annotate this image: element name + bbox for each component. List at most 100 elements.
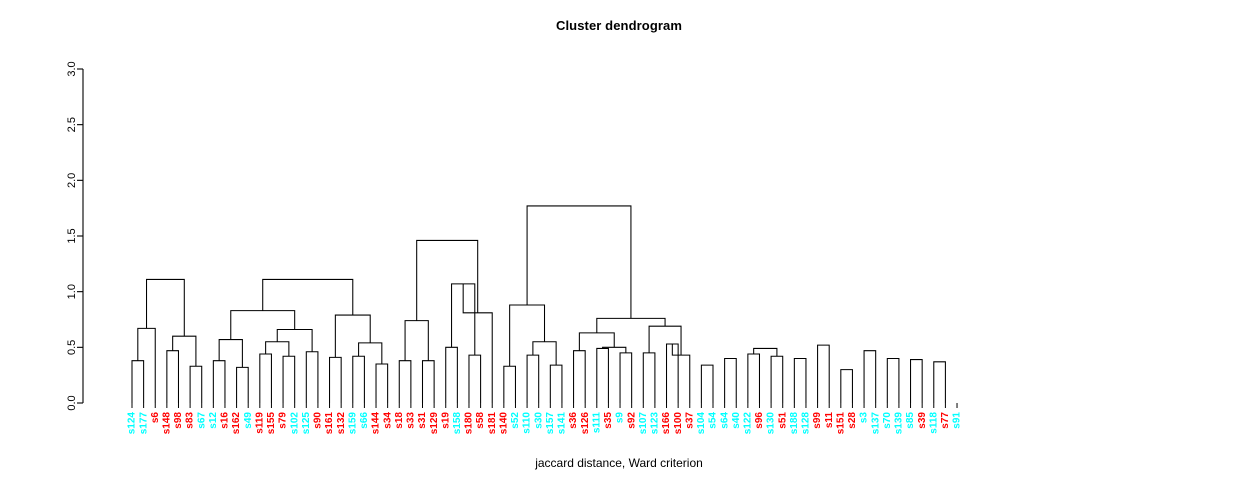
y-axis-tick-label: 0.5 bbox=[66, 340, 78, 355]
dendrogram-link bbox=[863, 350, 877, 403]
leaf-label: s12 bbox=[208, 412, 219, 429]
dendrogram-link bbox=[747, 353, 761, 403]
leaf-label: s40 bbox=[731, 412, 742, 429]
dendrogram-link bbox=[146, 278, 185, 337]
dendrogram-link bbox=[445, 346, 458, 403]
y-axis-tick-label: 0.0 bbox=[66, 395, 78, 410]
leaf-label: s110 bbox=[522, 412, 533, 434]
dendrogram-link bbox=[137, 327, 156, 403]
leaf-label: s181 bbox=[487, 412, 498, 435]
leaf-label: s91 bbox=[952, 412, 963, 429]
leaf-label: s79 bbox=[278, 412, 289, 429]
leaf-label: s18 bbox=[394, 412, 405, 429]
leaf-label: s125 bbox=[301, 412, 312, 435]
leaf-label: s166 bbox=[661, 412, 672, 435]
leaf-label: s162 bbox=[231, 412, 242, 435]
dendrogram-link bbox=[259, 353, 272, 403]
dendrogram-link bbox=[218, 339, 243, 368]
dendrogram-link bbox=[526, 354, 540, 403]
dendrogram-link bbox=[886, 357, 900, 403]
dendrogram-links bbox=[131, 205, 946, 403]
leaf-label: s132 bbox=[336, 412, 347, 435]
leaf-label: s28 bbox=[847, 412, 858, 429]
leaf-label: s161 bbox=[324, 412, 335, 435]
dendrogram-link bbox=[642, 352, 656, 403]
leaf-label: s85 bbox=[905, 412, 916, 429]
y-axis: 0.00.51.01.52.02.53.0 bbox=[66, 61, 84, 411]
leaf-label: s92 bbox=[626, 412, 637, 429]
y-axis-tick-label: 3.0 bbox=[66, 61, 78, 76]
dendrogram-link bbox=[398, 360, 412, 403]
leaf-label: s16 bbox=[220, 412, 231, 429]
leaf-label: s98 bbox=[173, 412, 184, 429]
dendrogram-link bbox=[724, 357, 737, 403]
dendrogram-link bbox=[416, 239, 479, 321]
dendrogram-link bbox=[189, 365, 203, 403]
dendrogram-link bbox=[230, 310, 296, 340]
dendrogram-link bbox=[532, 341, 557, 366]
leaf-label: s100 bbox=[673, 412, 684, 435]
y-axis-tick-label: 1.0 bbox=[66, 284, 78, 299]
leaf-label: s102 bbox=[289, 412, 300, 435]
leaf-label: s35 bbox=[603, 412, 614, 429]
dendrogram-link bbox=[451, 283, 476, 356]
leaf-label: s104 bbox=[696, 412, 707, 435]
dendrogram-link bbox=[817, 344, 830, 403]
leaf-label: s51 bbox=[777, 412, 788, 429]
leaf-label: s36 bbox=[568, 412, 579, 429]
dendrogram-link bbox=[619, 352, 633, 403]
leaf-label: s123 bbox=[650, 412, 661, 435]
leaf-label: s188 bbox=[789, 412, 800, 435]
leaf-label: s107 bbox=[638, 412, 649, 435]
leaf-label: s54 bbox=[708, 412, 719, 429]
leaf-label: s67 bbox=[196, 412, 207, 429]
leaf-label: s52 bbox=[510, 412, 521, 429]
leaf-label: s139 bbox=[894, 412, 905, 435]
dendrogram-link bbox=[700, 364, 714, 403]
dendrogram-link bbox=[910, 359, 923, 403]
dendrogram-link bbox=[236, 366, 249, 403]
leaf-label: s122 bbox=[743, 412, 754, 435]
dendrogram-link bbox=[509, 304, 546, 367]
leaf-label: s19 bbox=[440, 412, 451, 429]
dendrogram-link bbox=[665, 343, 679, 403]
leaf-label: s157 bbox=[545, 412, 556, 435]
leaf-label: s11 bbox=[824, 412, 835, 429]
dendrogram-link bbox=[596, 347, 609, 403]
dendrogram-link bbox=[753, 347, 778, 357]
leaf-label: s137 bbox=[870, 412, 881, 435]
dendrogram-link bbox=[166, 350, 180, 403]
dendrogram-link bbox=[840, 369, 853, 403]
leaf-label: s111 bbox=[591, 412, 602, 434]
leaf-label: s33 bbox=[406, 412, 417, 429]
dendrogram-link bbox=[358, 342, 383, 365]
leaf-label: s158 bbox=[452, 412, 463, 435]
dendrogram-link bbox=[468, 354, 482, 403]
leaf-label: s118 bbox=[928, 412, 939, 434]
page-title: Cluster dendrogram bbox=[555, 18, 683, 33]
dendrogram-link bbox=[549, 364, 563, 403]
leaf-label: s66 bbox=[359, 412, 370, 429]
dendrogram-link bbox=[596, 317, 666, 333]
dendrogram-link bbox=[404, 320, 429, 361]
dendrogram-link bbox=[276, 328, 313, 352]
leaf-label: s9 bbox=[615, 412, 626, 424]
leaf-label: s37 bbox=[684, 412, 695, 429]
dendrogram-link bbox=[770, 355, 784, 403]
dendrogram-link bbox=[212, 360, 226, 403]
leaf-label: s129 bbox=[429, 412, 440, 435]
dendrogram-link bbox=[671, 343, 691, 403]
dendrogram-link bbox=[421, 360, 435, 403]
leaf-label: s151 bbox=[835, 412, 846, 435]
dendrogram-link bbox=[352, 355, 365, 403]
leaf-label: s34 bbox=[382, 412, 393, 429]
leaf-label: s159 bbox=[347, 412, 358, 435]
dendrogram-link bbox=[503, 365, 516, 403]
dendrogram-link bbox=[265, 341, 290, 357]
dendrogram-link bbox=[793, 357, 807, 403]
y-axis-tick-label: 2.5 bbox=[66, 117, 78, 132]
leaf-label: s77 bbox=[940, 412, 951, 429]
leaf-label: s99 bbox=[812, 412, 823, 429]
dendrogram-link bbox=[375, 363, 389, 403]
